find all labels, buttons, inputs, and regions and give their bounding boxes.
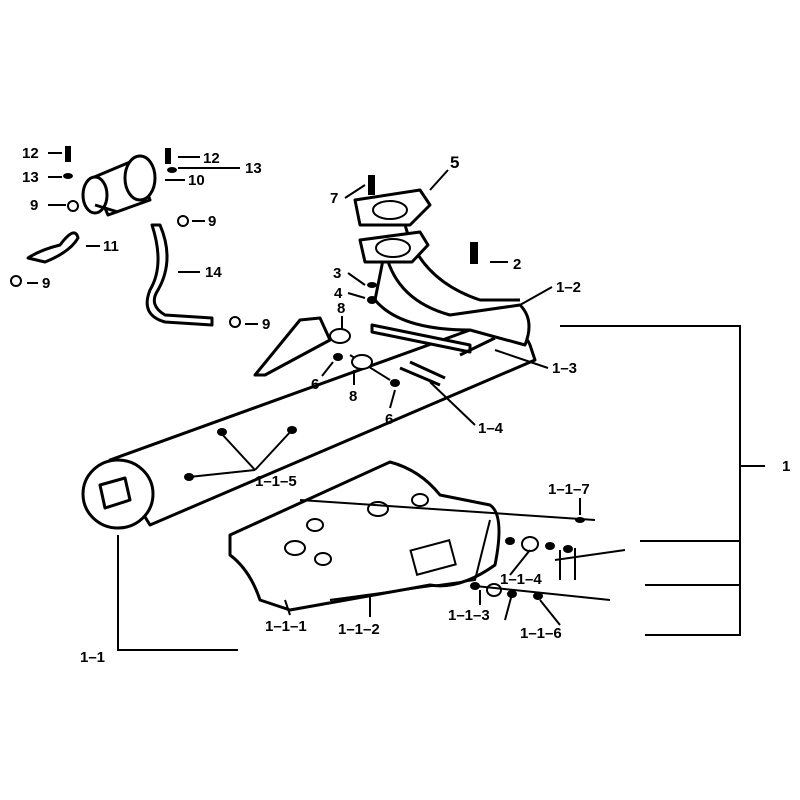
label-1: 1 bbox=[782, 458, 790, 475]
label-2: 2 bbox=[513, 256, 521, 273]
canister bbox=[81, 154, 157, 217]
label-9: 9 bbox=[262, 316, 270, 333]
label-12: 12 bbox=[22, 145, 39, 162]
label-13: 13 bbox=[22, 169, 39, 186]
label-7: 7 bbox=[330, 190, 338, 207]
label-1-4: 1–4 bbox=[478, 420, 504, 437]
label-8: 8 bbox=[349, 388, 357, 405]
label-1-1-5: 1–1–5 bbox=[255, 473, 297, 490]
label-6: 6 bbox=[385, 411, 393, 428]
part-labels: 12 13 9 12 13 10 9 11 14 9 9 5 7 2 3 4 8… bbox=[22, 145, 790, 666]
label-1-1-6: 1–1–6 bbox=[520, 625, 562, 642]
label-1-1: 1–1 bbox=[80, 649, 105, 666]
label-10: 10 bbox=[188, 172, 205, 189]
label-1-3: 1–3 bbox=[552, 360, 577, 377]
label-12: 12 bbox=[203, 150, 220, 167]
label-1-1-3: 1–1–3 bbox=[448, 607, 490, 624]
label-9: 9 bbox=[30, 197, 38, 214]
label-11: 11 bbox=[103, 238, 119, 255]
label-9: 9 bbox=[208, 213, 216, 230]
label-1-1-4: 1–1–4 bbox=[500, 571, 542, 588]
label-1-1-7: 1–1–7 bbox=[548, 481, 590, 498]
hose-11 bbox=[26, 231, 80, 264]
label-1-2: 1–2 bbox=[556, 279, 581, 296]
label-1-1-1: 1–1–1 bbox=[265, 618, 307, 635]
hose-14 bbox=[145, 223, 214, 327]
label-1-1-2: 1–1–2 bbox=[338, 621, 380, 638]
label-13: 13 bbox=[245, 160, 262, 177]
label-4: 4 bbox=[334, 285, 343, 302]
label-9: 9 bbox=[42, 275, 50, 292]
label-3: 3 bbox=[333, 265, 341, 282]
label-6: 6 bbox=[311, 376, 319, 393]
gasket-5 bbox=[353, 188, 432, 264]
label-5: 5 bbox=[450, 153, 459, 172]
label-14: 14 bbox=[205, 264, 222, 281]
leader-lines bbox=[27, 152, 765, 651]
heat-shield bbox=[228, 460, 501, 612]
label-8: 8 bbox=[337, 300, 345, 317]
fasteners bbox=[10, 146, 585, 600]
